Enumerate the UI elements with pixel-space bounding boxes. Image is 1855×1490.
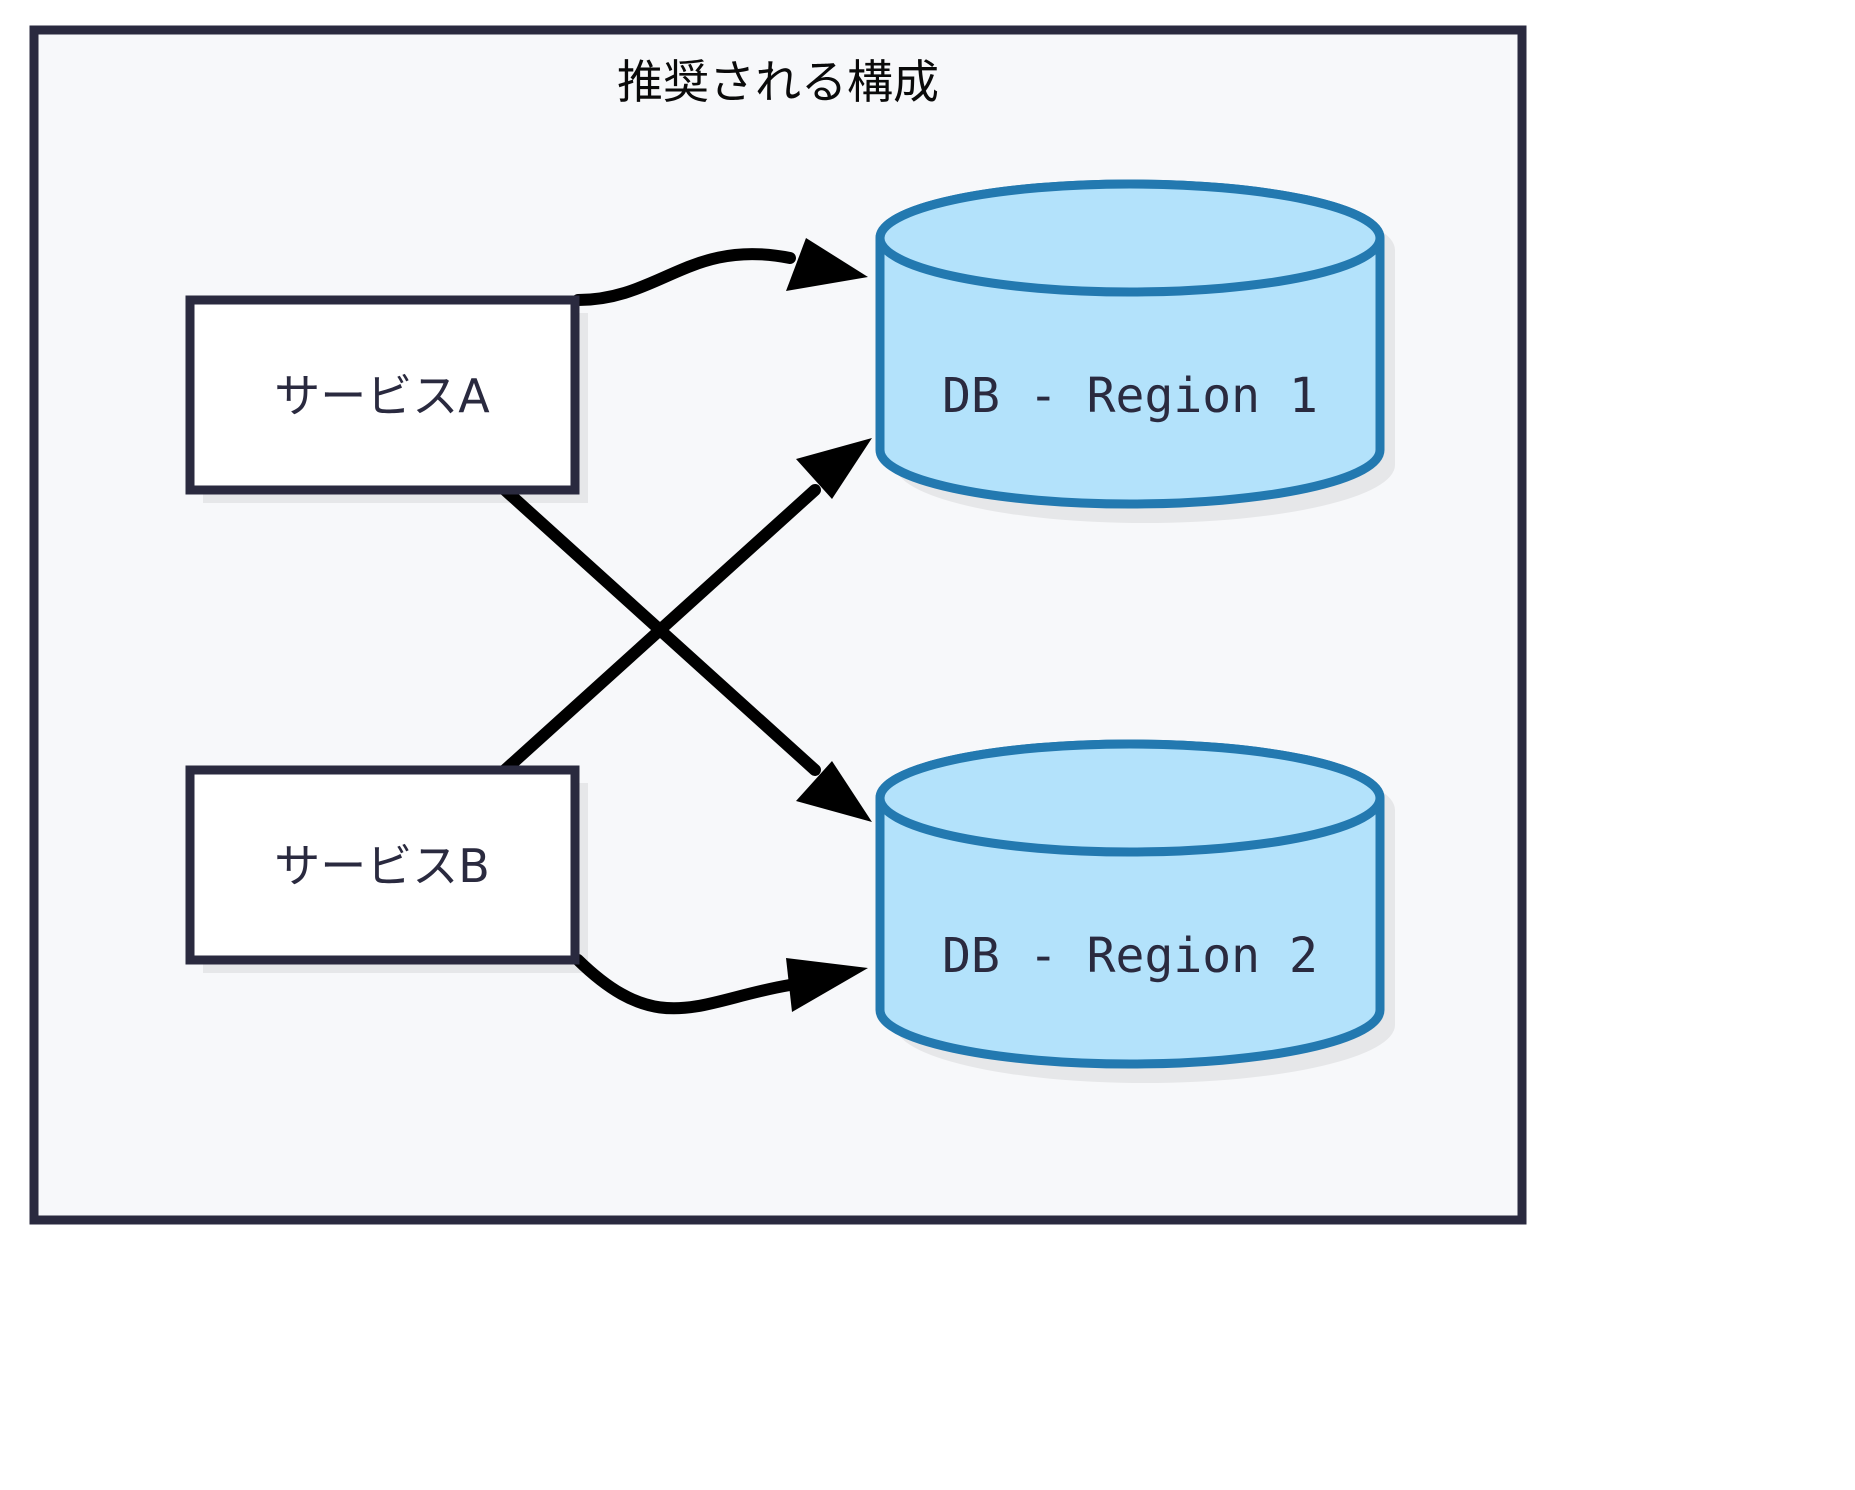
edge-b-to-r1-line <box>499 484 821 776</box>
edge-b-to-r2-line <box>572 954 796 1015</box>
edge-a-to-r1 <box>572 238 868 306</box>
service-b-box <box>185 765 580 965</box>
db-region-2-label: DB - Region 2 <box>942 928 1318 984</box>
service-a-node[interactable]: サービスA <box>185 295 580 495</box>
edge-a-to-r2-arrowhead <box>796 761 872 822</box>
diagram-title: 推奨される構成 <box>617 55 939 109</box>
service-b-label: サービスB <box>274 839 490 893</box>
service-a-label: サービスA <box>274 369 490 423</box>
db-region-1-top-ellipse <box>875 179 1385 297</box>
db-region-1-node[interactable]: DB - Region 1 <box>875 179 1385 509</box>
edge-b-to-r1-arrowhead <box>796 438 872 499</box>
service-a-box <box>185 295 580 495</box>
edge-b-to-r2 <box>572 954 868 1015</box>
edge-a-to-r1-arrowhead <box>786 238 868 291</box>
db-region-2-top-ellipse <box>875 739 1385 857</box>
edge-b-to-r2-arrowhead <box>786 958 868 1012</box>
db-region-2-node[interactable]: DB - Region 2 <box>875 739 1385 1069</box>
edge-b-to-r1 <box>499 438 872 776</box>
service-b-node[interactable]: サービスB <box>185 765 580 965</box>
edge-a-to-r1-line <box>572 248 796 306</box>
diagram-edges <box>499 238 872 1015</box>
db-region-1-label: DB - Region 1 <box>942 368 1318 424</box>
